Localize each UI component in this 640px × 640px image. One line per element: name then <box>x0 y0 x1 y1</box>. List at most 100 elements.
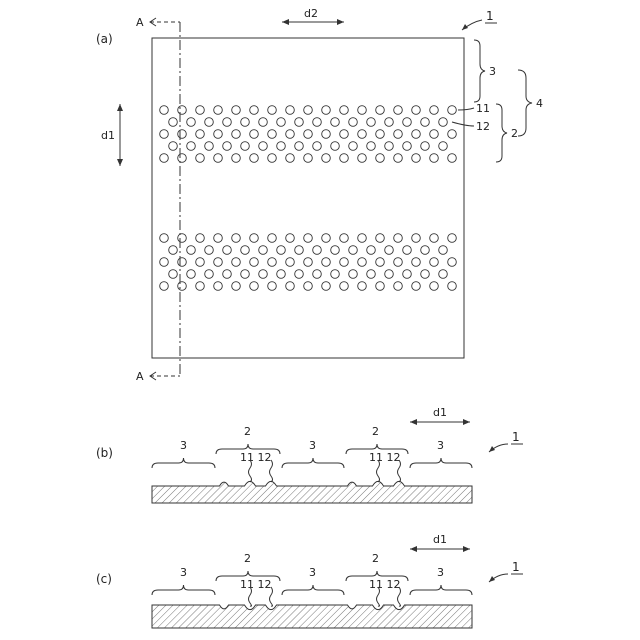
hole-dot <box>295 246 304 255</box>
hole-dot <box>268 106 277 115</box>
hole-dot <box>223 270 232 279</box>
d1-arrow-b-right-icon <box>463 419 470 425</box>
ref-12-a: 12 <box>476 120 490 133</box>
hole-dot <box>295 118 304 127</box>
hole-dot <box>358 258 367 267</box>
hole-dot <box>277 118 286 127</box>
panel-c-tag: (c) <box>96 572 112 586</box>
brace-3 <box>282 458 344 468</box>
hole-dot <box>367 142 376 151</box>
hole-dot <box>214 130 223 139</box>
hole-dot <box>268 282 277 291</box>
hole-dot <box>196 106 205 115</box>
hole-dot <box>259 270 268 279</box>
hole-dot <box>394 234 403 243</box>
hole-dot <box>313 246 322 255</box>
hole-dot <box>439 246 448 255</box>
section-label-bottom: A <box>136 370 144 383</box>
hole-dot <box>331 246 340 255</box>
hole-dot <box>340 106 349 115</box>
hole-dot <box>376 154 385 163</box>
panel-b-annotations: 3232311 1211 12 <box>152 425 472 482</box>
hole-dot <box>412 282 421 291</box>
hole-dot <box>322 106 331 115</box>
hole-dot <box>160 282 169 291</box>
hole-dot <box>385 270 394 279</box>
hole-dot <box>169 118 178 127</box>
hole-dot <box>349 246 358 255</box>
hole-dot <box>340 130 349 139</box>
hole-dot <box>403 270 412 279</box>
d1-label-b: d1 <box>433 406 447 419</box>
hole-dot <box>286 130 295 139</box>
hole-dot <box>385 246 394 255</box>
hole-dot <box>421 246 430 255</box>
hole-dot <box>268 258 277 267</box>
hole-dot <box>214 154 223 163</box>
hole-dot <box>412 154 421 163</box>
hole-dot <box>250 282 259 291</box>
panel-a: (a) A A d2 d1 1 3 4 <box>96 7 543 383</box>
hole-dot <box>277 142 286 151</box>
hole-dot <box>178 282 187 291</box>
hole-dot <box>412 258 421 267</box>
panel-c-annotations: 3232311 1211 12 <box>152 552 472 606</box>
plate-b-cross-section <box>152 481 472 503</box>
ref-1-b: 1 <box>512 430 520 444</box>
hole-dot <box>277 246 286 255</box>
hole-dot <box>340 282 349 291</box>
hole-dot <box>430 282 439 291</box>
hole-dot <box>160 106 169 115</box>
ref-11-leader <box>458 108 474 110</box>
hole-dot <box>178 154 187 163</box>
hole-dot <box>160 130 169 139</box>
ref-3-label: 3 <box>309 439 316 452</box>
hole-dot <box>358 234 367 243</box>
hole-dot <box>250 154 259 163</box>
hole-dot <box>331 142 340 151</box>
hole-dot <box>214 282 223 291</box>
hole-dot <box>232 234 241 243</box>
hole-dot <box>214 106 223 115</box>
hole-dot <box>196 258 205 267</box>
hole-dot <box>403 142 412 151</box>
hole-dot <box>358 106 367 115</box>
hole-dot <box>412 130 421 139</box>
brace-3 <box>152 458 215 468</box>
section-label-top: A <box>136 16 144 29</box>
hole-dot <box>196 130 205 139</box>
hole-dot <box>313 270 322 279</box>
d1-arrow-c-left-icon <box>410 546 417 552</box>
hole-dot <box>394 130 403 139</box>
brace-3 <box>410 458 472 468</box>
ref-3-label: 3 <box>437 439 444 452</box>
hole-dot <box>430 106 439 115</box>
hole-dot <box>277 270 286 279</box>
plate-c-cross-section <box>152 605 472 628</box>
hole-dot <box>250 234 259 243</box>
hole-dot <box>178 106 187 115</box>
hole-dot <box>448 258 457 267</box>
hole-dot <box>376 234 385 243</box>
hole-dot <box>187 118 196 127</box>
hole-dot <box>232 282 241 291</box>
hole-dot <box>430 258 439 267</box>
d2-arrow-right-icon <box>337 19 344 25</box>
hole-dot <box>241 246 250 255</box>
ref-1-c: 1 <box>512 560 520 574</box>
hole-dot <box>160 258 169 267</box>
d1-label-c: d1 <box>433 533 447 546</box>
hole-dot <box>286 282 295 291</box>
hole-dot <box>376 258 385 267</box>
ref-2-label: 2 <box>372 552 379 565</box>
hole-dot <box>295 142 304 151</box>
panel-c: (c) 3232311 1211 12 d1 1 <box>96 533 523 628</box>
hole-dot <box>160 154 169 163</box>
hole-dot <box>259 142 268 151</box>
hole-dot <box>232 106 241 115</box>
hole-dot <box>205 246 214 255</box>
hole-dot <box>394 106 403 115</box>
hole-dot <box>223 142 232 151</box>
hole-dot <box>322 130 331 139</box>
